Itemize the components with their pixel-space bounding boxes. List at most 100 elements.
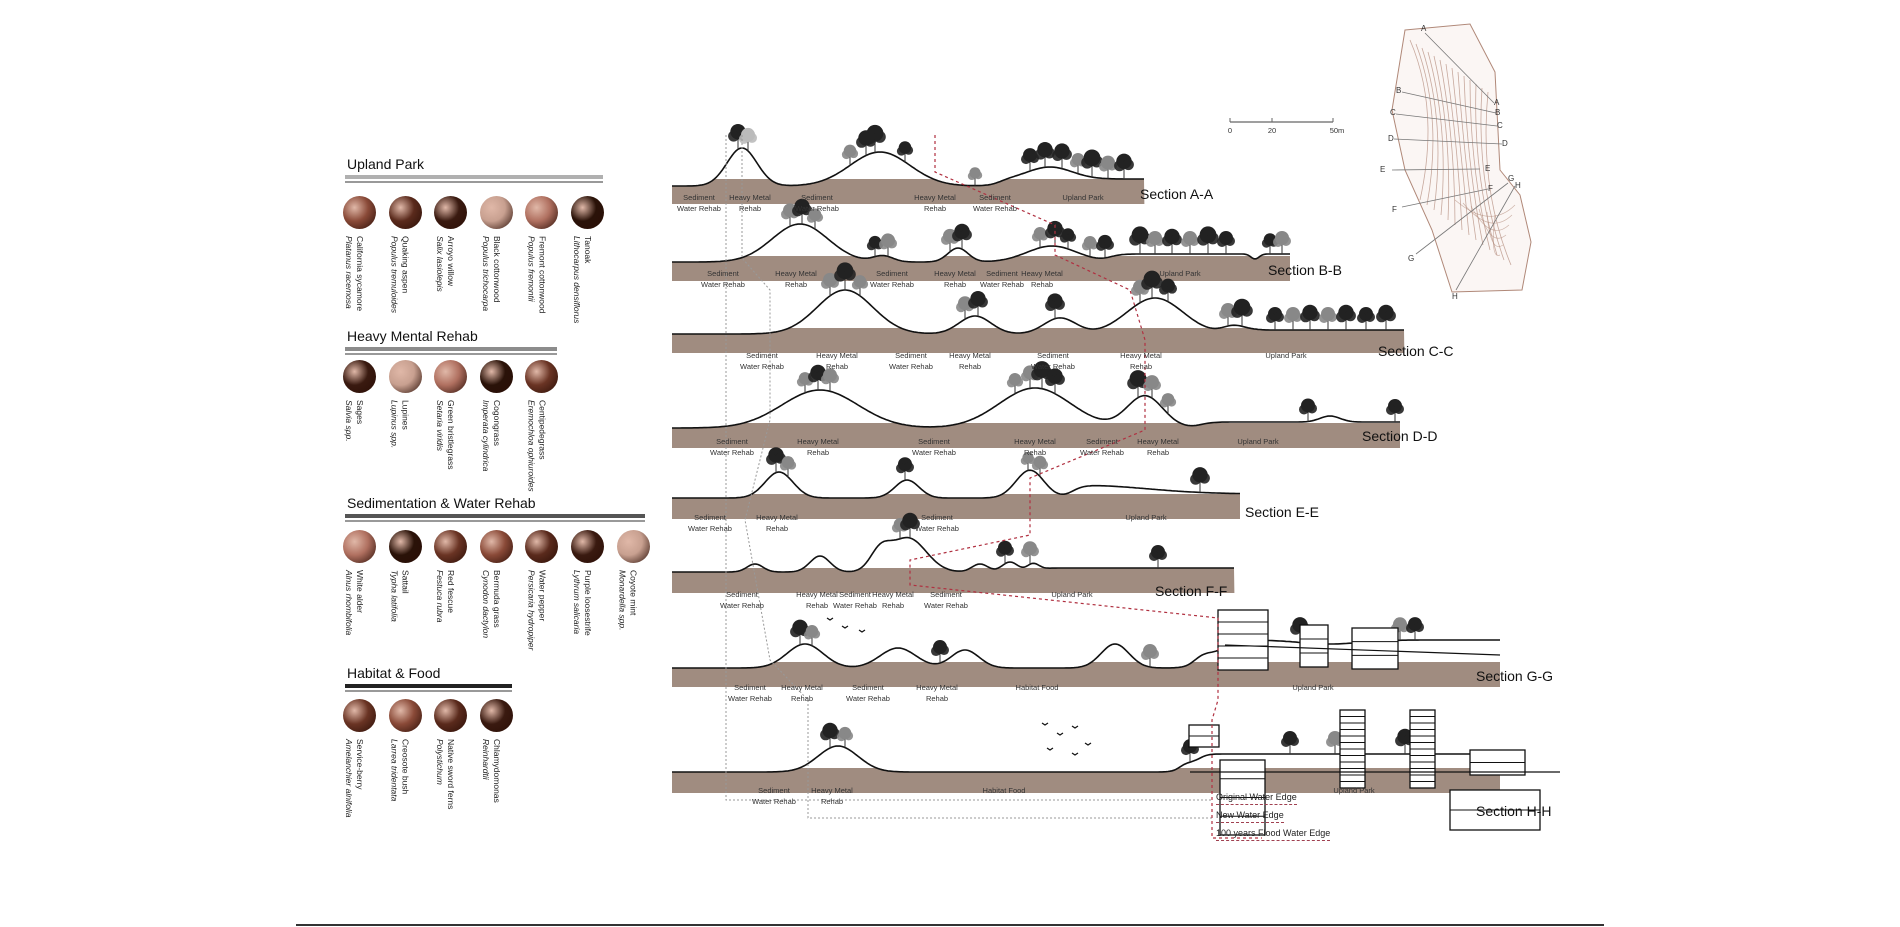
zone-label-line2: Water Rehab: [752, 797, 796, 806]
zone-label-line1: Sediment: [707, 269, 739, 278]
zone-label-line1: Heavy Metal: [914, 193, 956, 202]
building-section: [1339, 709, 1366, 789]
zone-label-line1: Upland Park: [1237, 437, 1279, 446]
key-map-letter: E: [1380, 165, 1386, 174]
zone-label-line2: Water Rehab: [1080, 448, 1124, 457]
key-map-letter: G: [1408, 254, 1415, 263]
key-map-letter: G: [1508, 174, 1515, 183]
zone-label-line1: Heavy Metal: [1021, 269, 1063, 278]
plant-photo: [479, 196, 513, 229]
zone-label-line2: Water Rehab: [688, 524, 732, 533]
plant-latin-name: Cynodon dactylon: [480, 570, 491, 639]
water-edge-label: Original Water Edge: [1216, 792, 1297, 805]
bird-icon: [1046, 747, 1054, 751]
tree-icon: [851, 275, 869, 296]
section-profile: [672, 722, 1500, 793]
plant-common-name: Centipedegrass: [537, 400, 548, 460]
zone-label-line1: Heavy Metal: [756, 513, 798, 522]
zone-label-line2: Water Rehab: [677, 204, 721, 213]
zone-label-line1: Sediment: [1037, 351, 1069, 360]
tree-icon: [1045, 293, 1065, 319]
plant-common-name: Water pepper: [537, 570, 548, 622]
tree-icon: [1006, 373, 1024, 394]
tree-icon: [1052, 143, 1072, 169]
plant-latin-name: Lithocarpus densiflorus: [572, 236, 582, 324]
plant-latin-name: Polystichum: [435, 739, 446, 785]
legend-group-title: Sedimentation & Water Rehab: [347, 495, 536, 511]
legend-group-bar: [345, 684, 512, 688]
zone-label-line2: Water Rehab: [710, 448, 754, 457]
zone-label-line2: Rehab: [1030, 280, 1054, 289]
zone-label-line1: Sediment: [694, 513, 726, 522]
zone-label-line1: Heavy Metal: [811, 786, 853, 795]
section-title: Section F-F: [1155, 583, 1228, 599]
water-sediment-fill: [672, 179, 1145, 204]
zone-label: Upland Park: [1125, 512, 1166, 523]
tree-icon: [836, 726, 854, 748]
tree-icon: [1143, 375, 1161, 399]
zone-label-line1: Sediment: [758, 786, 790, 795]
legend-group-bar: [345, 520, 645, 522]
plant-latin-name: Populus trichocarpa: [480, 236, 491, 312]
zone-label-line2: Water Rehab: [740, 362, 784, 371]
tree-icon: [1081, 149, 1103, 178]
legend-group-bar: [345, 181, 603, 183]
zone-label: Upland Park: [1333, 785, 1374, 796]
section-cut-line: [1393, 138, 1503, 145]
zone-label-line2: Rehab: [784, 280, 808, 289]
zone-label-line2: Water Rehab: [870, 280, 914, 289]
bird-icon: [1084, 742, 1092, 746]
key-map-letter: F: [1392, 205, 1397, 214]
bird-icon: [841, 625, 849, 629]
zone-label-line1: Heavy Metal: [781, 683, 823, 692]
tree-icon: [864, 124, 886, 153]
zone-label-line2: Rehab: [806, 448, 830, 457]
plant-photo: [479, 699, 513, 732]
zone-label-line2: Water Rehab: [889, 362, 933, 371]
plant-photo: [434, 530, 468, 563]
zone-label: Habitat Food: [1016, 682, 1059, 693]
legend-group-title: Habitat & Food: [347, 665, 441, 681]
zone-label-line1: Sediment: [876, 269, 908, 278]
zone-label-line1: Sediment: [1086, 437, 1118, 446]
plant-latin-name: Larrea tridentata: [389, 739, 400, 802]
zone-label-line1: Sediment: [986, 269, 1018, 278]
zone-label-line1: Heavy Metal: [872, 590, 914, 599]
zone-label-line2: Water Rehab: [924, 601, 968, 610]
water-sediment-fill: [672, 568, 1235, 593]
tree-icon: [1146, 231, 1164, 255]
zone-label-line1: Upland Park: [1125, 513, 1167, 522]
zone-label-line2: Rehab: [765, 524, 789, 533]
tree-icon: [1141, 270, 1163, 299]
plant-common-name: Quaking aspen: [400, 236, 411, 294]
zone-label-line2: Rehab: [943, 280, 967, 289]
zone-label-line2: Water Rehab: [728, 694, 772, 703]
tree-icon: [779, 456, 797, 477]
zone-label-line2: Rehab: [925, 694, 949, 703]
plant-common-name: Sages: [355, 400, 365, 425]
zone-label-line2: Rehab: [1023, 448, 1047, 457]
section-cut-line: [1455, 185, 1516, 291]
tree-icon: [1190, 467, 1210, 493]
tree-icon: [834, 262, 856, 290]
legend-group-bar: [345, 175, 603, 179]
plant-photo: [434, 196, 468, 229]
tree-icon: [1096, 234, 1114, 258]
zone-label-line1: Habitat Food: [982, 786, 1026, 795]
plant-common-name: Chlamydomonas: [491, 739, 502, 803]
ground-line: [672, 387, 1400, 429]
